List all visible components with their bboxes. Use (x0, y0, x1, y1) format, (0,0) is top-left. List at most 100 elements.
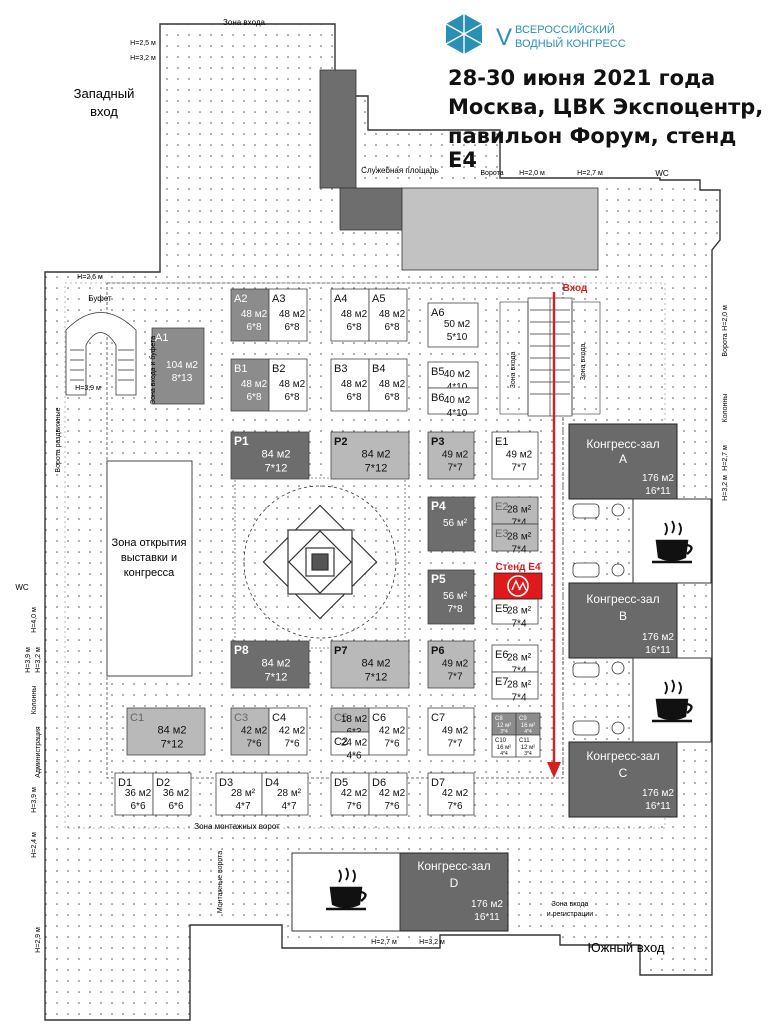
hall-congress-d[interactable]: Конгресс-зал D 176 м2 16*11 (399, 852, 509, 932)
stand-id: E6 (495, 649, 508, 661)
south-entrance-label: Южный вход (587, 940, 664, 955)
service-block-1 (319, 69, 357, 189)
stand-area: 48 м2 (241, 379, 268, 390)
hall-congress-c[interactable]: Конгресс-зал C 176 м2 16*11 (568, 741, 678, 818)
service-block-3 (401, 187, 599, 271)
stand-rect (427, 387, 479, 415)
stand-dims: 4*10 (447, 382, 468, 393)
opening-zone (106, 460, 193, 677)
coffee-cup-icon (652, 520, 693, 564)
stand-dims: 7*7 (511, 463, 526, 474)
stand-dims: 8*13 (172, 373, 193, 384)
height-26: Н=2,6 м (77, 274, 103, 281)
stand-id: A2 (234, 293, 247, 305)
stand-id: P6 (431, 645, 444, 657)
staircase-west (65, 312, 137, 396)
hall-zone-inner (64, 282, 666, 829)
event-date: 28-30 июня 2021 года (448, 66, 716, 90)
height-39-sw: Н=3,9 м (31, 787, 38, 813)
cafe-east-2 (632, 657, 712, 743)
height-39-west-2: Н=3,9 м (25, 647, 32, 673)
hall-congress-a[interactable]: Конгресс-зал А 176 м2 16*11 (568, 423, 678, 500)
entrance-label: Вход (563, 283, 588, 294)
coffee-cup-icon (652, 679, 693, 723)
stand-dims: 7*12 (161, 739, 184, 751)
stand-area: 42 м2 (279, 726, 306, 737)
stand-id: D3 (219, 777, 233, 789)
entry-zone-east-label: Зона входа (510, 352, 517, 389)
stand-rect (491, 523, 539, 552)
stand-area: 36 м2 (125, 788, 152, 799)
stand-rect (491, 598, 539, 625)
stand-e4-highlight[interactable]: Стенд Е4 (493, 562, 543, 600)
west-entrance-line2: вход (90, 104, 118, 119)
stand-rect (268, 358, 308, 412)
opening-zone-line3: конгресса (124, 567, 175, 579)
stand-id: C2 (334, 736, 348, 748)
event-place-line2: павильон Форум, стенд Е4 (448, 124, 737, 172)
stand-rect (230, 707, 270, 756)
service-block-2 (339, 187, 403, 231)
hall-c-letter: C (619, 766, 628, 780)
stand-area: 42 м2 (379, 788, 406, 799)
stand-id: C10 (495, 738, 507, 744)
stand-dims: 3*4 (500, 729, 508, 735)
stand-id: D4 (265, 777, 279, 789)
stand-area: 48 м2 (279, 309, 306, 320)
stand-rect (427, 496, 475, 552)
stand-dims: 4*4 (500, 751, 508, 757)
height-25: Н=2,5 м (130, 40, 156, 47)
stand-dims: 7*4 (511, 619, 526, 630)
logo-line1: ВСЕРОССИЙСКИЙ (515, 23, 615, 36)
stand-id: B2 (272, 363, 285, 375)
stand-id: E2 (495, 501, 508, 513)
stand-area: 24 м2 (341, 738, 368, 749)
seating-area (572, 503, 625, 736)
hall-congress-b[interactable]: Конгресс-зал B 176 м2 16*11 (568, 582, 678, 659)
stand-dims: 3*4 (524, 751, 532, 757)
